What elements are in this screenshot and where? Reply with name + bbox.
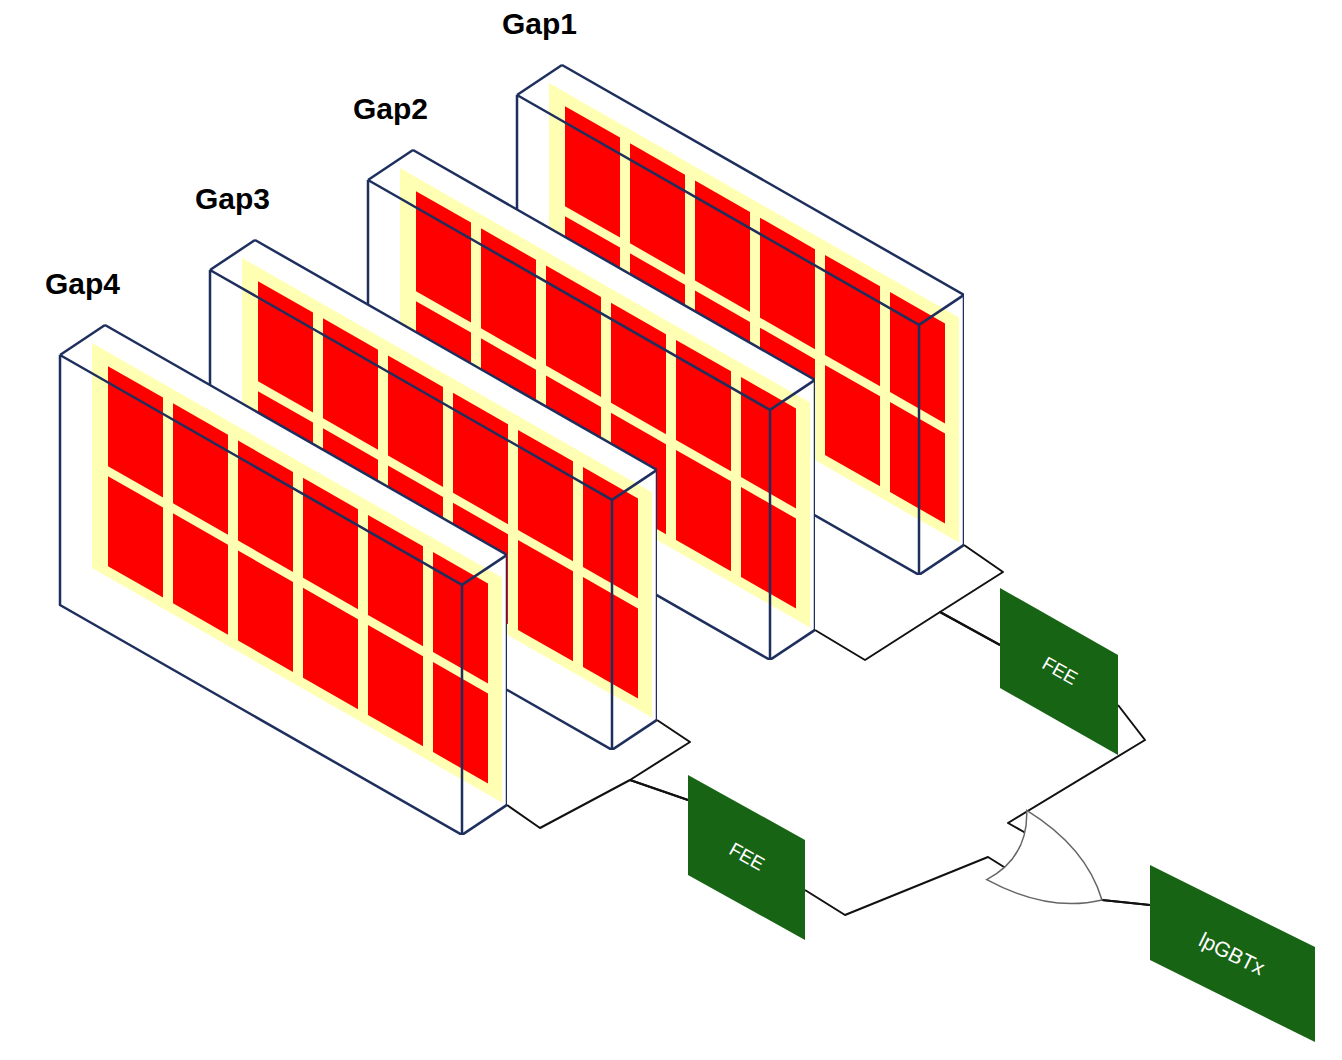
slab-outline	[462, 555, 507, 585]
slab-outline	[60, 325, 105, 355]
readout-pad	[173, 513, 228, 635]
detector-gap: Gap4	[30, 267, 507, 835]
slab-outline	[919, 295, 964, 325]
readout-pad	[741, 487, 796, 608]
slab-outline	[462, 805, 507, 835]
slab-outline	[770, 380, 815, 410]
readout-pad	[108, 476, 163, 597]
readout-pad	[433, 662, 488, 783]
board-outline	[1150, 865, 1315, 1042]
electronics-board: FEE	[1000, 588, 1118, 755]
slab-outline	[210, 240, 255, 270]
readout-pad	[890, 402, 945, 523]
readout-pad	[825, 365, 880, 486]
slab-outline	[517, 65, 562, 95]
readout-pad	[583, 577, 638, 698]
gap-label: Gap2	[338, 92, 428, 126]
gap-label: Gap3	[180, 182, 270, 216]
slab-outline	[770, 630, 815, 660]
slab-outline	[919, 545, 964, 575]
slab-drawing	[30, 267, 507, 835]
readout-pad	[676, 450, 731, 571]
readout-pad	[238, 551, 293, 673]
or-gate	[987, 810, 1122, 934]
gap-label: Gap1	[487, 7, 577, 41]
slab-body	[60, 325, 507, 835]
board-outline	[688, 775, 805, 940]
gap-label: Gap4	[30, 267, 120, 301]
slab-outline	[60, 355, 462, 835]
board-outline	[1000, 588, 1118, 755]
slab-outline	[105, 325, 507, 805]
slab-outline	[612, 720, 657, 750]
electronics-board: lpGBTx	[1150, 865, 1315, 1042]
readout-pad	[518, 540, 573, 661]
electronics-board: FEE	[688, 775, 805, 940]
readout-pad	[368, 625, 423, 746]
signal-wire	[507, 780, 688, 828]
readout-pad	[303, 588, 358, 710]
signal-wire	[815, 612, 1000, 660]
signal-wire	[805, 857, 1150, 915]
slab-outline	[612, 470, 657, 500]
slab-outline	[368, 150, 413, 180]
